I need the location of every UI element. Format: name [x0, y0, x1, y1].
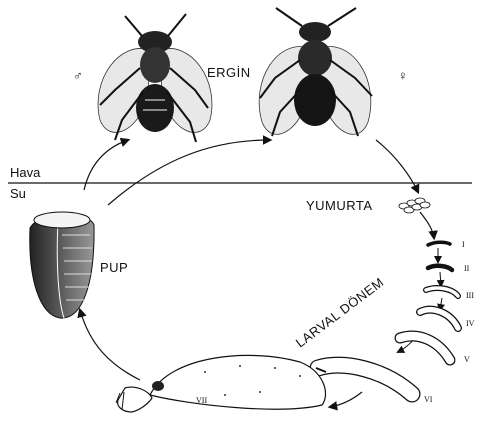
larva-instar-7: VII: [116, 355, 326, 412]
larva-instar-1: I: [428, 240, 465, 249]
male-fly-illustration: [98, 14, 212, 142]
instar-2-label: II: [464, 264, 470, 273]
egg-label: YUMURTA: [306, 198, 373, 213]
adult-label: ERGİN: [207, 65, 251, 80]
instar-3-label: III: [466, 291, 474, 300]
larva-instar-2: II: [428, 264, 470, 273]
instar-7-label: VII: [196, 396, 207, 405]
female-fly-illustration: [259, 8, 372, 136]
arrow-eggs-to-larva: [420, 212, 434, 238]
larval-stage-label: LARVAL DÖNEM: [293, 275, 387, 351]
instar-6-label: VI: [424, 395, 433, 404]
arrow-larva-2-3: [440, 272, 441, 286]
larva-instar-5: V: [400, 336, 470, 364]
instar-5-label: V: [464, 355, 470, 364]
water-label: Su: [10, 186, 26, 201]
instar-4-label: IV: [466, 319, 475, 328]
pupa-illustration: [30, 212, 94, 318]
instar-1-label: I: [462, 240, 465, 249]
arrow-larva-6-7: [330, 392, 362, 407]
arrow-female-to-eggs: [376, 140, 418, 192]
arrow-larva-to-pupa: [80, 310, 140, 380]
pupa-label: PUP: [100, 260, 128, 275]
larva-instar-4: IV: [420, 310, 475, 328]
larva-instar-3: III: [426, 288, 474, 300]
arrow-pupa-to-female: [108, 140, 270, 205]
egg-cluster: [399, 198, 430, 213]
female-symbol: ♀: [398, 68, 408, 83]
male-symbol: ♂: [73, 68, 83, 83]
air-label: Hava: [10, 165, 41, 180]
larva-instar-6: VI: [316, 365, 433, 404]
